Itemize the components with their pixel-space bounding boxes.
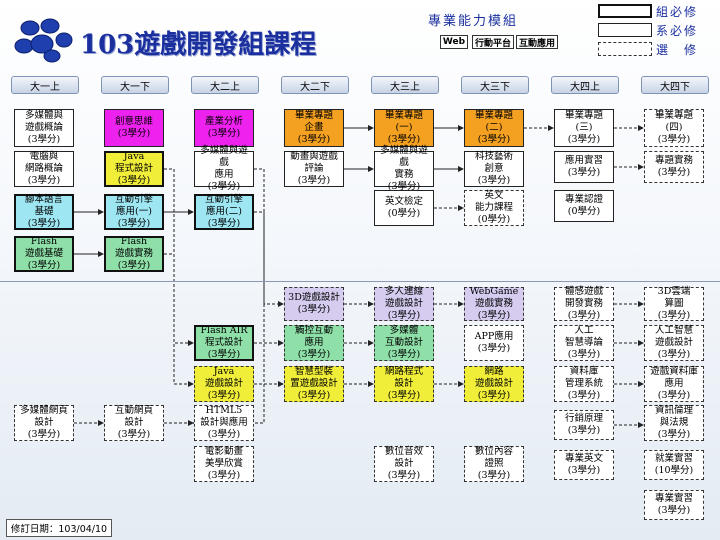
course-c3: 腳本語言 基礎 (3學分) [14, 194, 74, 230]
course-e11: 人工智慧 遊戲設計 (3學分) [644, 325, 704, 361]
course-c21: 應用實習 (3學分) [554, 151, 614, 183]
course-e9: APP應用 (3學分) [464, 325, 524, 361]
course-c22: 專業認證 (0學分) [554, 190, 614, 222]
module-title: 專業能力模組 [428, 14, 519, 29]
course-c14: 畢業專題 (一) (3學分) [374, 109, 434, 147]
course-e3: WebGame 遊戲實務 (3學分) [464, 286, 524, 321]
course-e17: 遊戲資料庫 應用 (3學分) [644, 366, 704, 402]
connector-15 [192, 168, 265, 426]
course-e23: 電影動畫 美學欣賞 (3學分) [194, 446, 254, 482]
course-c5: 創意思維 (3學分) [104, 109, 164, 147]
tag-interactive: 互動應用 [516, 35, 558, 49]
course-c1: 多媒體與 遊戲概論 (3學分) [14, 109, 74, 147]
course-e16: 資料庫 管理系統 (3學分) [554, 366, 614, 402]
course-e7: 觸控互動 應用 (3學分) [284, 325, 344, 361]
course-c15: 多媒體與遊戲 實務 (3學分) [374, 145, 434, 192]
semester-8: 大四下 [641, 76, 709, 94]
tag-web: Web [440, 35, 468, 49]
semester-1: 大一上 [11, 76, 79, 94]
connector-14 [164, 253, 194, 346]
course-c2: 電腦與 網路概論 (3學分) [14, 151, 74, 187]
course-e2: 多人連線 遊戲設計 (3學分) [374, 286, 434, 321]
legend-label-group-required: 組必修 [656, 5, 699, 19]
legend-swatch-group-required [598, 4, 652, 18]
course-c12: 畢業專題 企畫 (3學分) [284, 109, 344, 147]
semester-5: 大三上 [371, 76, 439, 94]
course-c6: Java 程式設計 (3學分) [104, 151, 164, 187]
course-e13: 智慧型裝 置遊戲設計 (3學分) [284, 366, 344, 402]
course-e27: 就業實習 (10學分) [644, 450, 704, 480]
course-e15: 網路 遊戲設計 (3學分) [464, 366, 524, 402]
course-e24: 數位音效 設計 (3學分) [374, 446, 434, 482]
course-e6: Flash AIR 程式設計 (3學分) [194, 325, 254, 361]
course-e18: 多媒體網頁 設計 (3學分) [14, 405, 74, 441]
semester-2: 大一下 [101, 76, 169, 94]
course-c4: Flash 遊戲基礎 (3學分) [14, 236, 74, 272]
connector-13 [164, 168, 194, 387]
legend-label-dept-required: 系必修 [656, 24, 699, 38]
semester-4: 大二下 [281, 76, 349, 94]
course-c7: 互動引擎 應用(一) (3學分) [104, 194, 164, 230]
course-e22: 資訊倫理 與法規 (3學分) [644, 405, 704, 441]
course-e19: 互動網頁 設計 (3學分) [104, 405, 164, 441]
course-e21: 行銷原理 (3學分) [554, 410, 614, 440]
course-c23: 畢業專題 (四) (3學分) [644, 109, 704, 147]
legend-swatch-elective [598, 42, 652, 56]
legend-swatch-dept-required [598, 23, 652, 37]
course-c11: 互動引擎 應用(二) (3學分) [194, 194, 254, 230]
course-e12: Java 遊戲設計 (3學分) [194, 366, 254, 402]
course-e8: 多媒體 互動設計 (3學分) [374, 325, 434, 361]
course-e20: HTML5 設計與應用 (3學分) [194, 405, 254, 441]
course-e4: 體感遊戲 開發實務 (3學分) [554, 286, 614, 321]
revision-date: 修訂日期：103/04/10 [6, 519, 112, 537]
course-c16: 英文檢定 (0學分) [374, 190, 434, 226]
course-e10: 人工 智慧導論 (3學分) [554, 325, 614, 361]
page-title: 103遊戲開發組課程 [80, 30, 317, 60]
course-c10: 多媒體與遊戲 應用 (3學分) [194, 145, 254, 192]
course-e28: 專業實習 (3學分) [644, 490, 704, 520]
tag-mobile: 行動平台 [472, 35, 514, 49]
course-c13: 動畫與遊戲 評論 (3學分) [284, 151, 344, 187]
course-e25: 數位內容 證照 (3學分) [464, 446, 524, 482]
course-c24: 專題實務 (3學分) [644, 151, 704, 183]
connector-12 [254, 211, 284, 307]
course-e5: 3D雲端 算圖 (3學分) [644, 286, 704, 321]
semester-3: 大二上 [191, 76, 259, 94]
course-c8: Flash 遊戲實務 (3學分) [104, 236, 164, 272]
course-c9: 產業分析 (3學分) [194, 109, 254, 147]
course-c20: 畢業專題 (三) (3學分) [554, 109, 614, 147]
course-c18: 科技藝術 創意 (3學分) [464, 151, 524, 187]
section-divider [0, 281, 720, 282]
semester-6: 大三下 [461, 76, 529, 94]
course-e1: 3D遊戲設計 (3學分) [284, 287, 344, 321]
logo-mark [10, 14, 74, 64]
legend-label-elective: 選 修 [656, 43, 699, 57]
course-c17: 畢業專題 (二) (3學分) [464, 109, 524, 147]
course-e14: 網路程式 設計 (3學分) [374, 366, 434, 402]
course-c19: 英文 能力課程 (0學分) [464, 190, 524, 226]
semester-7: 大四上 [551, 76, 619, 94]
course-e26: 專業英文 (3學分) [554, 450, 614, 480]
